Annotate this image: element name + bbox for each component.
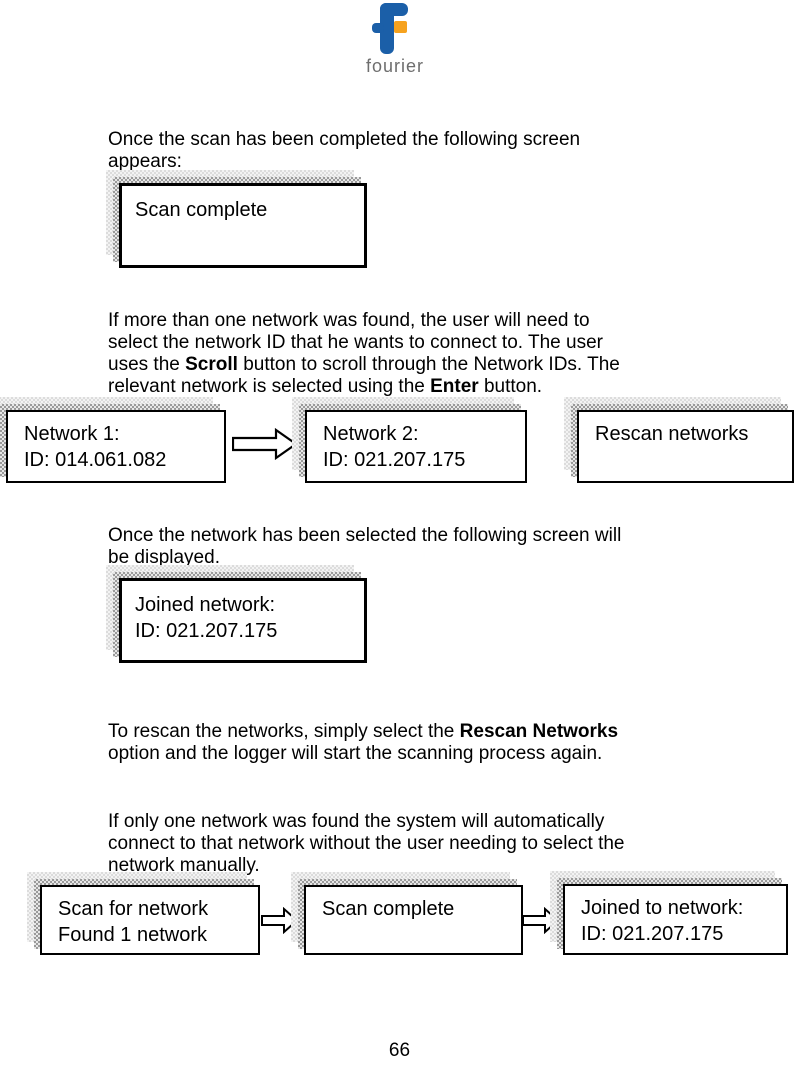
paragraph-text: If only one network was found the system… (108, 811, 625, 876)
screen-face: Joined to network: ID: 021.207.175 (563, 884, 788, 955)
screen-face: Joined network: ID: 021.207.175 (119, 578, 367, 663)
screen-face: Rescan networks (577, 410, 794, 483)
flow-arrow-icon (232, 428, 298, 460)
page-number: 66 (388, 1040, 411, 1061)
screen-text: Network 2: ID: 021.207.175 (323, 423, 466, 471)
screen-face: Network 1: ID: 014.061.082 (6, 410, 226, 483)
screen-face: Scan complete (119, 183, 367, 268)
screen-face: Network 2: ID: 021.207.175 (305, 410, 527, 483)
paragraph-scan-completed-intro: Once the scan has been completed the fol… (108, 129, 718, 173)
paragraph-text: If more than one network was found, the … (108, 310, 603, 375)
paragraph-multiple-networks: If more than one network was found, the … (108, 310, 718, 398)
paragraph-text: Once the scan has been completed the fol… (108, 129, 581, 172)
paragraph-network-selected: Once the network has been selected the f… (108, 525, 718, 569)
paragraph-text: button to scroll through the Network IDs… (108, 354, 620, 397)
screen-text: Scan complete (135, 199, 268, 221)
paragraph-rescan-option: To rescan the networks, simply select th… (108, 721, 718, 765)
screen-rescan-networks: Rescan networks (564, 397, 794, 483)
flow-arrow-icon (261, 907, 299, 934)
screen-text: Scan for network Found 1 network (58, 898, 209, 946)
paragraph-text: Once the network has been selected the f… (108, 525, 622, 568)
screen-scan-for-network: Scan for network Found 1 network (27, 872, 260, 955)
screen-text: Joined to network: ID: 021.207.175 (581, 897, 744, 945)
paragraph-text: option and the logger will start the sca… (108, 743, 603, 764)
screen-text: Scan complete (322, 898, 455, 920)
screen-joined-network: Joined network: ID: 021.207.175 (106, 565, 367, 663)
enter-button-label: Enter (430, 376, 479, 397)
screen-network-2: Network 2: ID: 021.207.175 (292, 397, 527, 483)
fourier-logo-text: fourier (365, 56, 425, 76)
fourier-logo-icon (372, 3, 408, 54)
screen-text: Joined network: ID: 021.207.175 (135, 594, 278, 642)
paragraph-text: button. (478, 376, 543, 397)
rescan-networks-option-label: Rescan Networks (459, 721, 619, 742)
screen-face: Scan for network Found 1 network (40, 885, 260, 955)
screen-face: Scan complete (304, 885, 523, 955)
screen-scan-complete-bottom: Scan complete (291, 872, 523, 955)
screen-text: Network 1: ID: 014.061.082 (24, 423, 167, 471)
paragraph-text: To rescan the networks, simply select th… (108, 721, 460, 742)
screen-scan-complete-top: Scan complete (106, 170, 367, 268)
screen-network-1: Network 1: ID: 014.061.082 (0, 397, 226, 483)
scroll-button-label: Scroll (185, 354, 238, 375)
paragraph-single-network: If only one network was found the system… (108, 811, 718, 877)
screen-joined-to-network: Joined to network: ID: 021.207.175 (550, 871, 788, 955)
screen-text: Rescan networks (595, 423, 749, 445)
